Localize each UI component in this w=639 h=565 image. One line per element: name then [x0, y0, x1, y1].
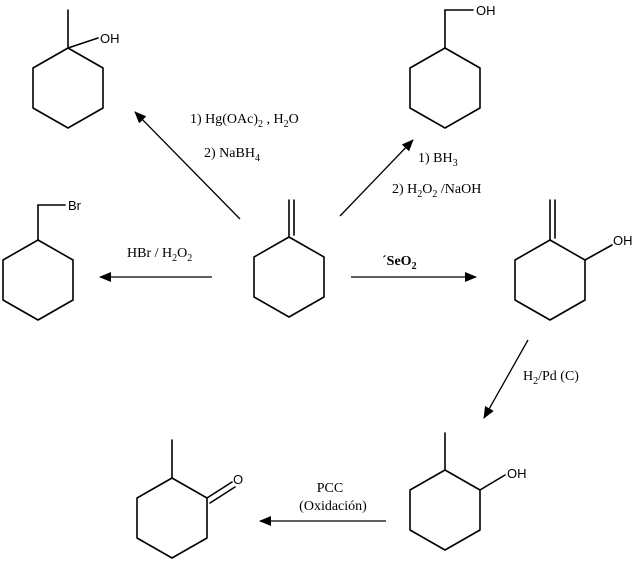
2-methylenecyclohexanol: OH	[514, 199, 633, 321]
arrow-to-cyclohexylmethanol	[339, 139, 414, 217]
bromine-label: Br	[68, 198, 82, 213]
condition-hydroboration-step2: 2) H2O2 /NaOH	[392, 182, 481, 200]
condition-hydrogenation: H2/Pd (C)	[523, 369, 579, 387]
hydroxyl-label: OH	[613, 233, 633, 248]
condition-oxymercuration-step2: 2) NaBH4	[204, 146, 260, 164]
condition-pcc-line2: (Oxidación)	[299, 499, 367, 514]
arrow-to-methylcyclohexanol-2	[483, 339, 529, 419]
hydroxyl-label: OH	[507, 466, 527, 481]
condition-hbr-peroxide: HBr / H2O2	[127, 246, 192, 264]
2-methylcyclohexanol: OH	[409, 432, 527, 551]
condition-hydroboration-step1: 1) BH3	[418, 151, 458, 169]
arrow-to-methylcyclohexanol	[134, 111, 241, 220]
2-methylcyclohexanone: O	[136, 439, 243, 559]
hydroxyl-label: OH	[100, 31, 120, 46]
condition-selenium-dioxide: ´SeO2	[382, 254, 417, 272]
condition-oxymercuration-step1: 1) Hg(OAc)2 , H2O	[190, 112, 299, 130]
hydroxyl-label: OH	[476, 3, 496, 18]
methylenecyclohexane	[253, 199, 325, 318]
1-methylcyclohexanol: OH	[32, 9, 120, 129]
condition-pcc-line1: PCC	[317, 481, 343, 496]
oxygen-label: O	[233, 472, 243, 487]
cyclohexylmethanol: OH	[409, 3, 496, 129]
bromomethyl-cyclohexane: Br	[2, 198, 82, 321]
